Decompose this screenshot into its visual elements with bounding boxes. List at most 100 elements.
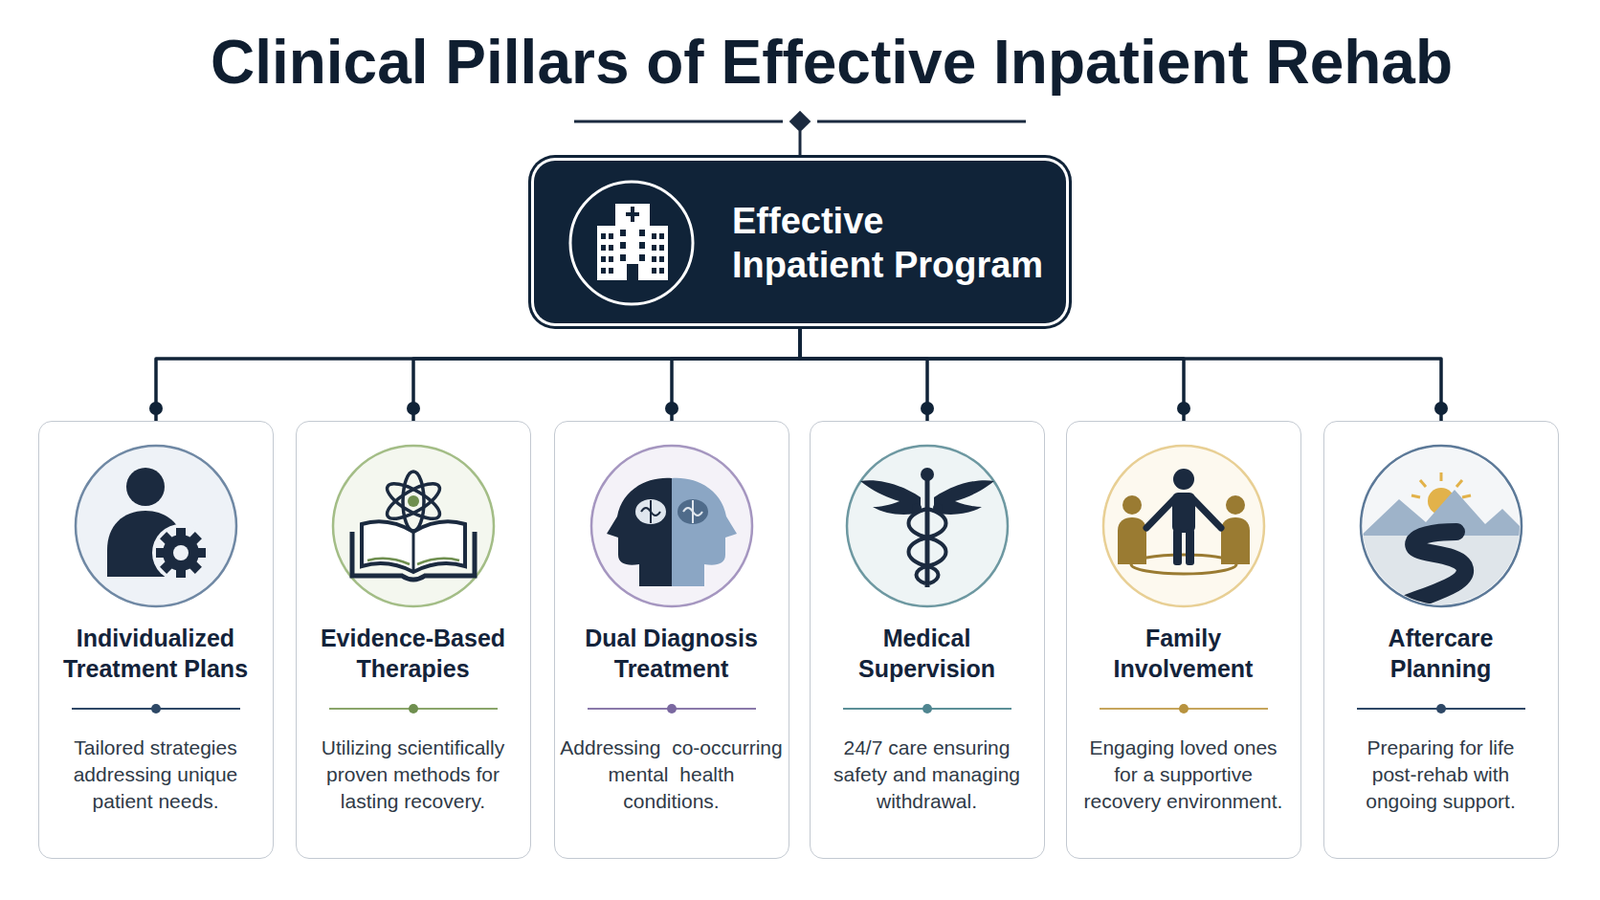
title-ornament: [817, 120, 1026, 124]
book-atom-icon: [361, 521, 466, 573]
divider-line: [666, 704, 677, 714]
pillar-heading: Dual Diagnosis Treatment: [568, 622, 775, 685]
divider-line: [1356, 708, 1526, 711]
hospital-icon: [570, 181, 693, 305]
caduceus-icon: [925, 478, 931, 588]
dual-heads-icon: [635, 499, 667, 525]
hospital-icon: [651, 256, 657, 263]
person-gear-icon: [173, 545, 189, 561]
person-gear-icon: [159, 532, 174, 546]
caduceus-icon: [933, 480, 995, 515]
hospital-icon: [625, 212, 640, 217]
pillar-card: Evidence-Based TherapiesUtilizing scient…: [295, 421, 532, 860]
road-horizon-icon: [1427, 488, 1455, 515]
family-circle-icon: [1117, 517, 1147, 565]
pillar-description: Engaging loved ones for a supportive rec…: [1080, 734, 1287, 816]
person-gear-icon: [155, 528, 206, 578]
connector-dot: [920, 401, 934, 416]
tree-connector: [671, 323, 800, 422]
divider-line: [1099, 708, 1268, 711]
hospital-icon: [659, 244, 665, 251]
pillar-card: Medical Supervision24/7 care ensuring sa…: [809, 421, 1045, 860]
person-gear-icon: [176, 568, 186, 578]
divider-line: [408, 704, 419, 714]
person-gear-icon: [107, 511, 182, 578]
person-gear-icon: [152, 524, 210, 582]
dual-heads-icon: [683, 500, 703, 524]
book-atom-icon: [352, 532, 475, 580]
hospital-icon: [639, 254, 645, 262]
hospital-icon: [651, 267, 657, 274]
person-gear-icon: [75, 445, 237, 607]
tree-connector: [413, 323, 800, 422]
family-circle-icon: [1103, 445, 1265, 607]
caduceus-icon: [909, 509, 947, 584]
caduceus-icon: [846, 445, 1008, 607]
hospital-icon: [626, 264, 639, 281]
divider-line: [1436, 704, 1446, 714]
family-circle-icon: [1103, 445, 1265, 607]
hospital-icon: [570, 181, 693, 305]
road-horizon-icon: [1358, 489, 1532, 538]
book-atom-icon: [407, 495, 420, 508]
title-ornament: [574, 120, 783, 124]
dual-heads-icon: [677, 499, 709, 525]
family-circle-icon: [1225, 495, 1245, 515]
road-horizon-icon: [1377, 532, 1466, 618]
pillar-card: Individualized Treatment PlansTailored s…: [38, 421, 274, 860]
family-circle-icon: [1172, 492, 1196, 534]
road-horizon-icon: [1411, 495, 1421, 498]
connector-dot: [406, 401, 421, 416]
hospital-icon: [639, 229, 645, 237]
book-atom-icon: [382, 477, 445, 526]
hospital-icon: [651, 244, 657, 251]
family-circle-icon: [1146, 499, 1175, 529]
caduceus-icon: [933, 503, 943, 513]
person-gear-icon: [155, 548, 166, 558]
hospital-icon: [608, 233, 614, 240]
family-circle-icon: [1185, 529, 1195, 566]
hospital-icon: [659, 267, 665, 274]
title-ornament: [799, 131, 802, 156]
divider-line: [71, 708, 241, 711]
hospital-icon: [620, 254, 626, 262]
divider-line: [71, 704, 1526, 714]
book-atom-icon: [382, 477, 445, 526]
pillar-heading: Family Involvement: [1080, 622, 1287, 685]
title-ornament: [574, 111, 1026, 156]
book-atom-icon: [333, 445, 494, 607]
hospital-icon: [620, 242, 626, 249]
diagram-title: Clinical Pillars of Effective Inpatient …: [66, 31, 1598, 93]
hospital-icon: [620, 229, 626, 237]
pillar-description: Addressing co-occurring mental health co…: [558, 734, 784, 816]
book-atom-icon: [412, 532, 416, 573]
dual-heads-icon: [671, 478, 737, 587]
pillar-card: Dual Diagnosis TreatmentAddressing co-oc…: [554, 421, 790, 860]
family-circle-icon: [1193, 499, 1222, 529]
road-horizon-icon: [1456, 480, 1463, 488]
family-circle-icon: [1173, 468, 1195, 490]
family-circle-icon: [1131, 555, 1237, 575]
pillar-card: Aftercare PlanningPreparing for life pos…: [1323, 421, 1559, 860]
divider-line: [329, 708, 498, 711]
divider-line: [587, 708, 756, 711]
connector-dot: [1177, 401, 1191, 416]
hospital-icon: [630, 206, 635, 223]
book-atom-icon: [333, 445, 494, 607]
person-gear-icon: [196, 548, 206, 558]
road-horizon-icon: [1358, 442, 1532, 618]
connector-dot: [665, 401, 679, 416]
hospital-icon: [651, 233, 657, 240]
dual-heads-icon: [591, 445, 753, 607]
tree-connector: [800, 323, 1184, 422]
connector-dot: [1434, 401, 1448, 416]
hospital-icon: [600, 244, 606, 251]
hospital-icon: [608, 267, 614, 274]
pillar-heading: Individualized Treatment Plans: [52, 622, 259, 685]
pillar-description: 24/7 care ensuring safety and managing w…: [823, 734, 1030, 816]
hub-title: Effective Inpatient Program: [732, 199, 1045, 288]
road-horizon-icon: [1440, 472, 1444, 482]
connector-dot: [149, 401, 163, 416]
person-gear-icon: [188, 560, 202, 575]
caduceus-icon: [911, 503, 922, 513]
